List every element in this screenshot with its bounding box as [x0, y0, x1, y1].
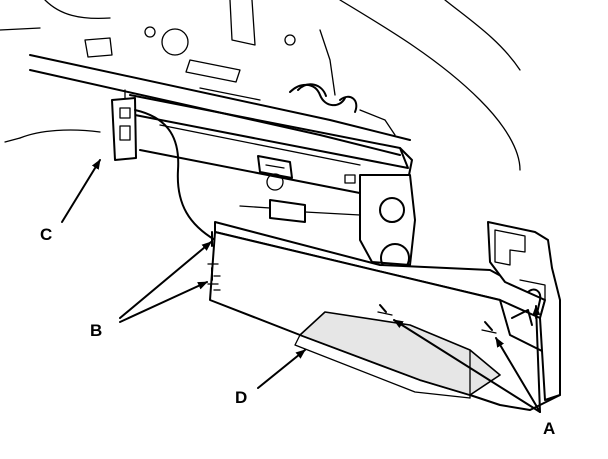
arrow-a-left	[393, 319, 541, 413]
callout-a: A	[543, 419, 555, 438]
leader-arrows	[61, 159, 541, 413]
wire-harness	[134, 109, 216, 241]
arrow-c	[61, 159, 101, 223]
callout-d: D	[235, 388, 247, 407]
arrow-a-mid	[495, 337, 541, 413]
arrow-d	[257, 349, 306, 389]
arrow-b-upper	[119, 241, 212, 319]
pivot-bracket	[239, 174, 416, 273]
callout-c: C	[40, 225, 52, 244]
callout-b: B	[90, 321, 102, 340]
bracket-c	[111, 89, 137, 161]
arrow-a-right	[532, 305, 541, 413]
coil-spring	[289, 29, 396, 136]
control-module	[207, 221, 561, 411]
vehicle-body-outline	[0, 0, 521, 171]
arrow-b-lower	[119, 281, 208, 323]
